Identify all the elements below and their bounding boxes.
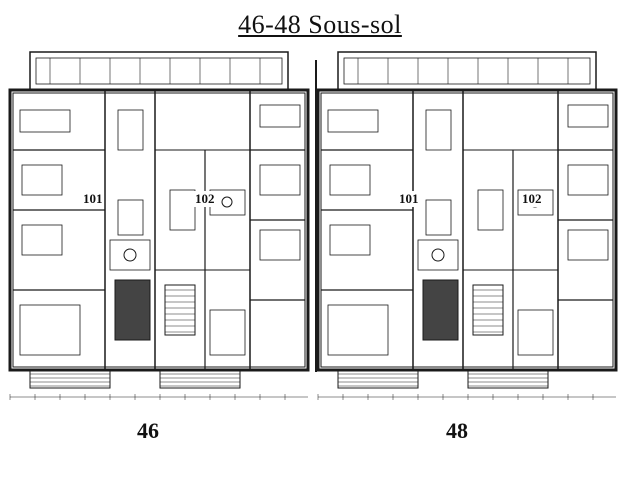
unit-label-46-102: 102 xyxy=(194,191,216,207)
dining-table xyxy=(117,109,144,151)
bed xyxy=(329,164,371,196)
balcony xyxy=(29,51,289,91)
balcony xyxy=(337,51,597,91)
mechanical-room xyxy=(422,279,459,341)
stair-core xyxy=(164,284,196,336)
interior-wall-line xyxy=(12,92,306,368)
sofa xyxy=(259,104,301,128)
bed xyxy=(567,164,609,196)
plan-title: 46-48 Sous-sol xyxy=(238,10,402,39)
balcony-inner xyxy=(343,57,591,85)
interior-wall-line xyxy=(320,92,614,368)
dining-table xyxy=(425,109,452,151)
dining-table xyxy=(425,199,452,236)
bed xyxy=(259,229,301,261)
sink xyxy=(221,196,233,208)
bathroom xyxy=(417,239,459,271)
unit-label-46-101: 101 xyxy=(82,191,104,207)
building-label-48: 48 xyxy=(446,418,468,443)
sink xyxy=(431,248,445,262)
sink xyxy=(123,248,137,262)
bed xyxy=(21,164,63,196)
unit-label-48-102: 102 xyxy=(521,191,543,207)
entry-step xyxy=(159,369,241,389)
dining-table xyxy=(477,189,504,231)
entry-step xyxy=(337,369,419,389)
bed xyxy=(329,224,371,256)
bed xyxy=(567,229,609,261)
storage-room xyxy=(517,309,554,356)
entry-step xyxy=(29,369,111,389)
mechanical-room xyxy=(114,279,151,341)
storage-room xyxy=(19,304,81,356)
bed xyxy=(21,224,63,256)
storage-room xyxy=(327,304,389,356)
dining-table xyxy=(117,199,144,236)
dining-table xyxy=(169,189,196,231)
stair-core xyxy=(472,284,504,336)
bathroom xyxy=(109,239,151,271)
storage-room xyxy=(209,309,246,356)
balcony-inner xyxy=(35,57,283,85)
sofa xyxy=(19,109,71,133)
bed xyxy=(259,164,301,196)
entry-step xyxy=(467,369,549,389)
building-label-46: 46 xyxy=(137,418,159,443)
sofa xyxy=(327,109,379,133)
bathroom xyxy=(517,189,554,216)
sofa xyxy=(567,104,609,128)
unit-label-48-101: 101 xyxy=(398,191,420,207)
